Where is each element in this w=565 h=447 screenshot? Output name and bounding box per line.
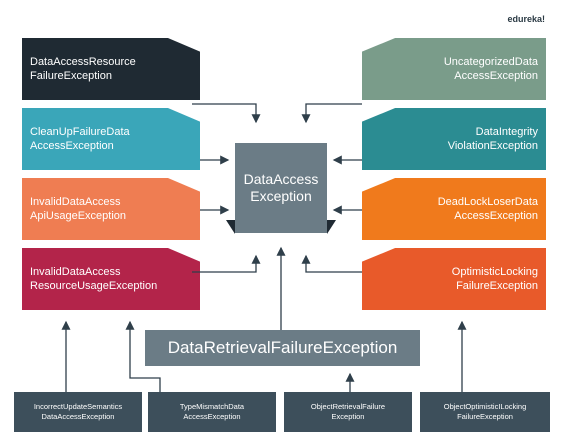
box-label: UncategorizedData AccessException — [443, 56, 538, 82]
box-label: DataIntegrity ViolationException — [447, 126, 538, 152]
sub-box-label: ObjectRetrievalFailure Exception — [310, 402, 386, 421]
box-label: DeadLockLoserData AccessException — [437, 196, 538, 222]
box-invalid-api-usage: InvalidDataAccess ApiUsageException — [22, 178, 200, 240]
center-label: DataAccess Exception — [243, 171, 319, 204]
box-data-access-resource-failure: DataAccessResource FailureException — [22, 38, 200, 100]
box-label: CleanUpFailureData AccessException — [30, 126, 130, 152]
brand-logo: edureka! — [507, 14, 545, 24]
sub-box-type-mismatch: TypeMismatchData AccessException — [148, 392, 276, 432]
arrow-uncategorized — [301, 103, 362, 124]
box-label: InvalidDataAccess ResourceUsageException — [30, 266, 158, 292]
right-wing — [327, 220, 336, 234]
box-optimistic-locking: OptimisticLocking FailureException — [362, 248, 546, 310]
box-data-integrity-violation: DataIntegrity ViolationException — [362, 108, 546, 170]
left-wing — [226, 220, 235, 234]
sub-box-object-optimistic-locking: ObjectOptimisticILocking FailureExceptio… — [420, 392, 550, 432]
arrow-resource-failure — [192, 103, 261, 124]
box-label: OptimisticLocking FailureException — [451, 266, 538, 292]
arrow-type-mismatch — [125, 320, 161, 392]
sub-box-label: ObjectOptimisticILocking FailureExceptio… — [443, 402, 527, 421]
sub-box-incorrect-update-semantics: IncorrectUpdateSemantics DataAccessExcep… — [14, 392, 142, 432]
center-data-access-exception: DataAccess Exception — [235, 143, 327, 233]
box-label: InvalidDataAccess ApiUsageException — [30, 196, 127, 222]
arrow-optimistic — [301, 254, 362, 273]
arrow-resource-usage — [192, 254, 261, 273]
box-uncategorized-data-access: UncategorizedData AccessException — [362, 38, 546, 100]
sub-box-label: IncorrectUpdateSemantics DataAccessExcep… — [33, 402, 123, 421]
box-deadlock-loser: DeadLockLoserData AccessException — [362, 178, 546, 240]
box-invalid-resource-usage: InvalidDataAccess ResourceUsageException — [22, 248, 200, 310]
box-cleanup-failure: CleanUpFailureData AccessException — [22, 108, 200, 170]
box-label: DataAccessResource FailureException — [30, 56, 136, 82]
data-retrieval-failure-box: DataRetrievalFailureException — [145, 330, 420, 366]
retrieval-label: DataRetrievalFailureException — [167, 338, 398, 357]
sub-box-label: TypeMismatchData AccessException — [179, 402, 245, 421]
sub-box-object-retrieval-failure: ObjectRetrievalFailure Exception — [284, 392, 412, 432]
